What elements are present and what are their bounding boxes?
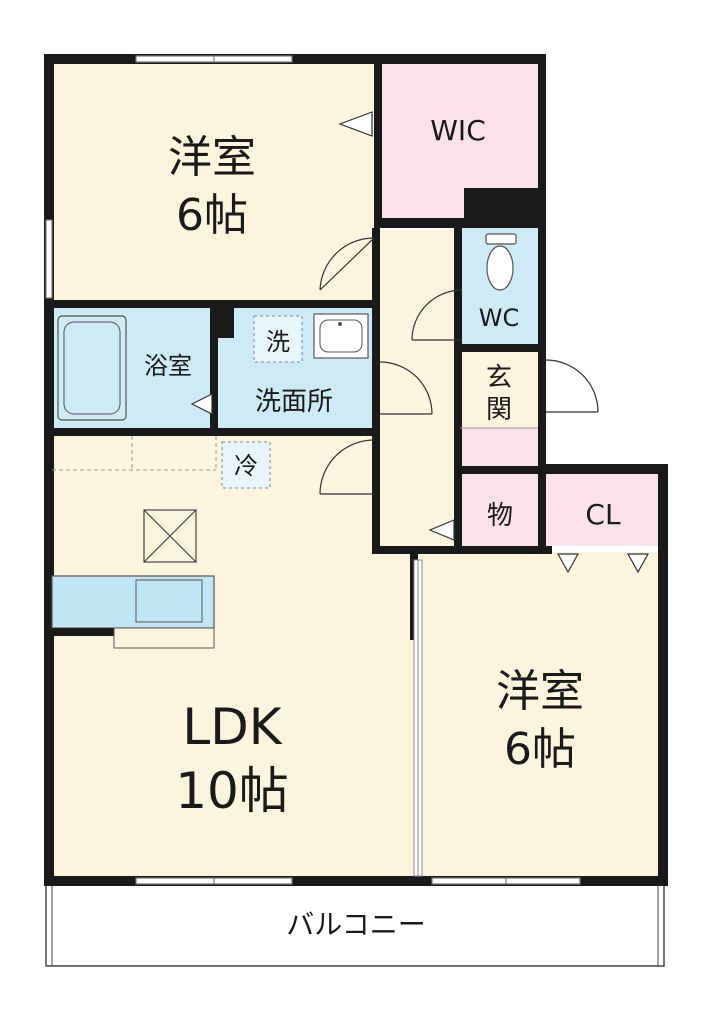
washing-machine-label: 洗 <box>266 328 290 356</box>
balcony-area <box>45 883 665 967</box>
range-hood <box>143 509 197 563</box>
toilet <box>485 233 517 291</box>
entrance-label-2: 関 <box>486 395 512 425</box>
western-room-north-name: 洋室 <box>168 132 256 183</box>
room-fills <box>45 62 665 967</box>
windows <box>45 55 581 885</box>
western-room-south-area <box>420 552 658 878</box>
wic-label: WIC <box>430 114 486 147</box>
walls <box>44 54 668 886</box>
western-room-south-name: 洋室 <box>496 666 584 717</box>
entrance-floor-area <box>460 428 538 466</box>
balcony-label: バルコニー <box>286 908 425 941</box>
closet-area <box>546 474 658 546</box>
washroom-label: 洗面所 <box>255 387 333 417</box>
western-room-north-area <box>52 62 376 302</box>
closet-label: CL <box>585 498 621 531</box>
door-markers <box>190 111 650 574</box>
labels: 洋室 6帖 WIC WC 浴室 洗 洗面所 玄 関 冷 物 CL LDK 10帖… <box>144 114 621 941</box>
refrigerator-spot <box>221 441 271 489</box>
fixtures <box>51 233 538 649</box>
refrigerator-label: 冷 <box>234 452 258 480</box>
bathtub <box>57 315 127 421</box>
entrance-area <box>460 352 538 428</box>
entrance-label-1: 玄 <box>486 363 512 393</box>
ldk-area-north <box>52 434 374 548</box>
bathroom-label: 浴室 <box>144 352 192 380</box>
storage-label: 物 <box>487 501 513 531</box>
wc-label: WC <box>479 304 520 332</box>
western-room-north-size: 6帖 <box>176 190 248 241</box>
western-room-south-size: 6帖 <box>504 724 576 775</box>
ldk-name: LDK <box>182 698 282 756</box>
sliding-partition <box>413 559 423 877</box>
ldk-size: 10帖 <box>175 762 289 820</box>
doors <box>319 237 599 495</box>
storage-area <box>460 474 540 546</box>
kitchen-sink <box>135 579 203 623</box>
washing-machine-spot <box>253 315 303 363</box>
